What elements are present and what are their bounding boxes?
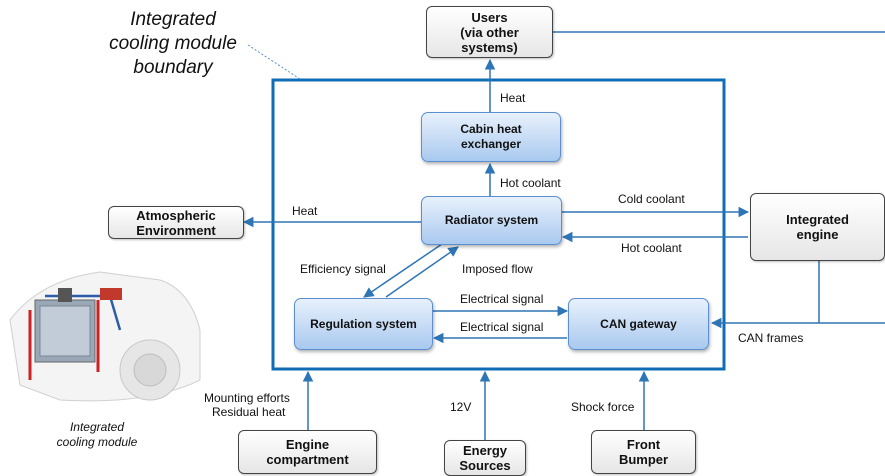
shock-force-label: Shock force: [571, 400, 635, 414]
radiator-system-box: Radiator system: [421, 196, 562, 245]
energy-sources-box: Energy Sources: [444, 440, 526, 476]
image-caption: Integrated cooling module: [56, 420, 138, 449]
boundary-label: Integrated cooling module boundary: [109, 9, 237, 78]
integrated-engine-box: Integrated engine: [750, 193, 885, 261]
efficiency-signal-arrow: [363, 243, 443, 298]
can-gateway-box: CAN gateway: [568, 298, 709, 350]
heat-to-users-label: Heat: [500, 91, 526, 105]
atmospheric-box: Atmospheric Environment: [108, 206, 244, 239]
mounting-efforts-label: Mounting efforts: [204, 391, 290, 405]
module-boundary: [271, 78, 726, 371]
can-frames-label: CAN frames: [738, 331, 804, 345]
heat-to-atmosphere-label: Heat: [292, 204, 318, 218]
hot-coolant-up-label: Hot coolant: [500, 176, 561, 190]
efficiency-signal-label: Efficiency signal: [300, 262, 386, 276]
imposed-flow-label: Imposed flow: [462, 262, 533, 276]
residual-heat-label: Residual heat: [212, 405, 286, 419]
cooling-module-illustration: [9, 271, 201, 402]
engine-compartment-box: Engine compartment: [238, 430, 377, 474]
v12-label: 12V: [450, 400, 472, 414]
users-box: Users (via other systems): [426, 6, 553, 58]
regulation-system-box: Regulation system: [294, 298, 433, 350]
cold-coolant-label: Cold coolant: [618, 192, 685, 206]
front-bumper-box: Front Bumper: [591, 430, 696, 474]
electrical-signal-2-label: Electrical signal: [460, 320, 544, 334]
hot-coolant-back-label: Hot coolant: [621, 241, 682, 255]
cabin-heat-exchanger-box: Cabin heat exchanger: [421, 112, 561, 162]
electrical-signal-1-label: Electrical signal: [460, 292, 544, 306]
imposed-flow-arrow: [385, 246, 459, 298]
